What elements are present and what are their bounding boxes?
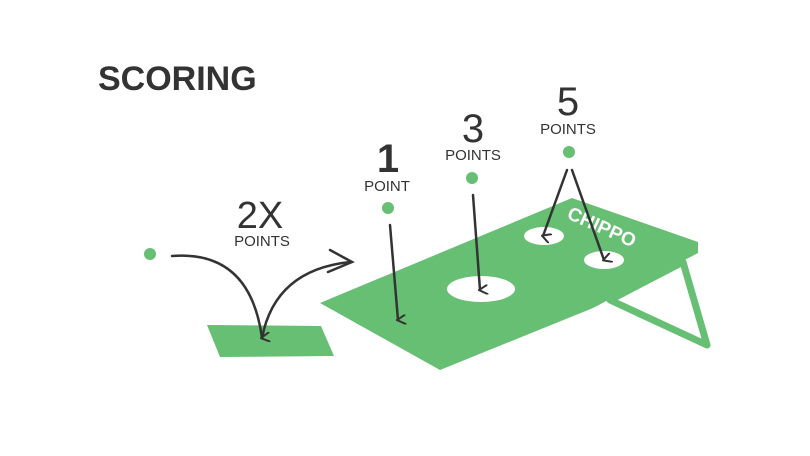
label-5-unit: POINTS [540,121,596,138]
ball-dot-5 [563,146,575,158]
arrows [170,168,604,340]
landing-mat [207,325,334,357]
arrow-5b [570,168,604,260]
arrow-5a [543,168,569,236]
arrow-1 [388,223,398,320]
arrow-3 [471,193,480,290]
label-3-unit: POINTS [445,147,501,164]
label-2x-unit: POINTS [234,233,290,250]
board-leg [606,258,711,349]
label-2x-value: 2X [237,195,283,237]
ball-dot-3 [466,172,478,184]
label-1-value: 1 [377,137,399,181]
arrow-2x-bounce [260,260,352,340]
arrow-2x-drop [170,254,262,338]
label-3-value: 3 [462,107,484,151]
title: SCORING [98,60,257,98]
arrow-2x-head [326,248,355,274]
label-1-unit: POINT [364,178,410,195]
label-5-value: 5 [557,80,579,124]
ball-dot-1 [382,202,394,214]
ball-dot-2x [144,248,156,260]
